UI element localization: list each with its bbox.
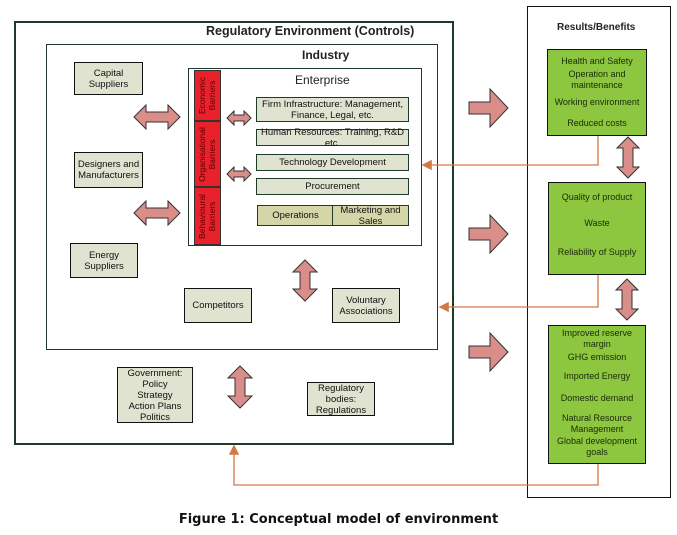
benefit-item: Waste xyxy=(584,218,610,228)
industry-title: Industry xyxy=(302,48,350,62)
technology-development-box: Technology Development xyxy=(256,154,409,171)
double-arrow-government-regulatory xyxy=(226,365,254,409)
behavioural-barriers: Behavioural Barriers xyxy=(194,187,221,245)
human-resources-box: Human Resources: Training, R&D etc. xyxy=(256,127,409,149)
results-benefits-frame xyxy=(527,6,671,498)
feedback-line-benefits-1 xyxy=(421,136,599,171)
marketing-sales-box: Marketing and Sales xyxy=(332,205,409,227)
firm-infrastructure-box: Firm Infrastructure: Management, Finance… xyxy=(256,97,409,122)
enterprise-title: Enterprise xyxy=(295,73,350,87)
double-arrow-capital xyxy=(133,103,181,131)
organisational-barriers: Organisational Barriers xyxy=(194,121,221,187)
government-box: Government: Policy Strategy Action Plans… xyxy=(117,367,193,423)
right-arrow-to-benefits-3 xyxy=(468,331,509,373)
benefit-item: Reduced costs xyxy=(567,118,627,128)
benefit-item: Improved reserve margin xyxy=(561,328,633,349)
results-benefits-title: Results/Benefits xyxy=(557,22,636,33)
benefit-item: GHG emission xyxy=(567,352,627,362)
enterprise-frame xyxy=(188,68,422,246)
double-arrow-benefits-1-2 xyxy=(615,136,641,179)
benefit-item: Global development goals xyxy=(556,436,638,457)
feedback-line-benefits-2 xyxy=(438,275,599,313)
regulatory-environment-title: Regulatory Environment (Controls) xyxy=(206,24,415,38)
benefit-item: Operation and maintenance xyxy=(568,69,626,90)
benefit-item: Reliability of Supply xyxy=(557,247,637,257)
right-arrow-to-benefits-1 xyxy=(468,87,509,129)
right-arrow-to-benefits-2 xyxy=(468,213,509,255)
competitors-box: Competitors xyxy=(184,288,252,323)
benefit-item: Natural Resource Management xyxy=(561,413,633,434)
double-arrow-economic xyxy=(226,109,252,127)
benefits-group-quality: Quality of product Waste Reliability of … xyxy=(548,182,646,275)
benefit-item: Quality of product xyxy=(561,192,633,202)
feedback-line-benefits-3 xyxy=(228,444,599,486)
designers-manufacturers-box: Designers and Manufacturers xyxy=(74,152,143,188)
economic-barriers: Economic Barriers xyxy=(194,70,221,121)
energy-suppliers-box: Energy Suppliers xyxy=(70,243,138,278)
regulatory-environment-frame xyxy=(14,21,454,445)
benefit-item: Working environment xyxy=(554,97,640,107)
industry-frame xyxy=(46,44,438,350)
benefits-group-energy: Improved reserve margin GHG emission Imp… xyxy=(548,325,646,464)
benefits-group-operational: Health and Safety Operation and maintena… xyxy=(547,49,647,136)
double-arrow-enterprise-competitors xyxy=(291,259,319,302)
benefit-item: Imported Energy xyxy=(563,371,631,381)
procurement-box: Procurement xyxy=(256,178,409,195)
benefit-item: Domestic demand xyxy=(560,393,634,403)
capital-suppliers-box: Capital Suppliers xyxy=(74,62,143,95)
double-arrow-benefits-2-3 xyxy=(614,278,640,321)
double-arrow-designers xyxy=(133,199,181,227)
figure-caption: Figure 1: Conceptual model of environmen… xyxy=(178,512,499,527)
regulatory-bodies-box: Regulatory bodies: Regulations xyxy=(307,382,375,416)
double-arrow-organisational xyxy=(226,165,252,183)
benefit-item: Health and Safety xyxy=(561,56,633,66)
voluntary-associations-box: Voluntary Associations xyxy=(332,288,400,323)
